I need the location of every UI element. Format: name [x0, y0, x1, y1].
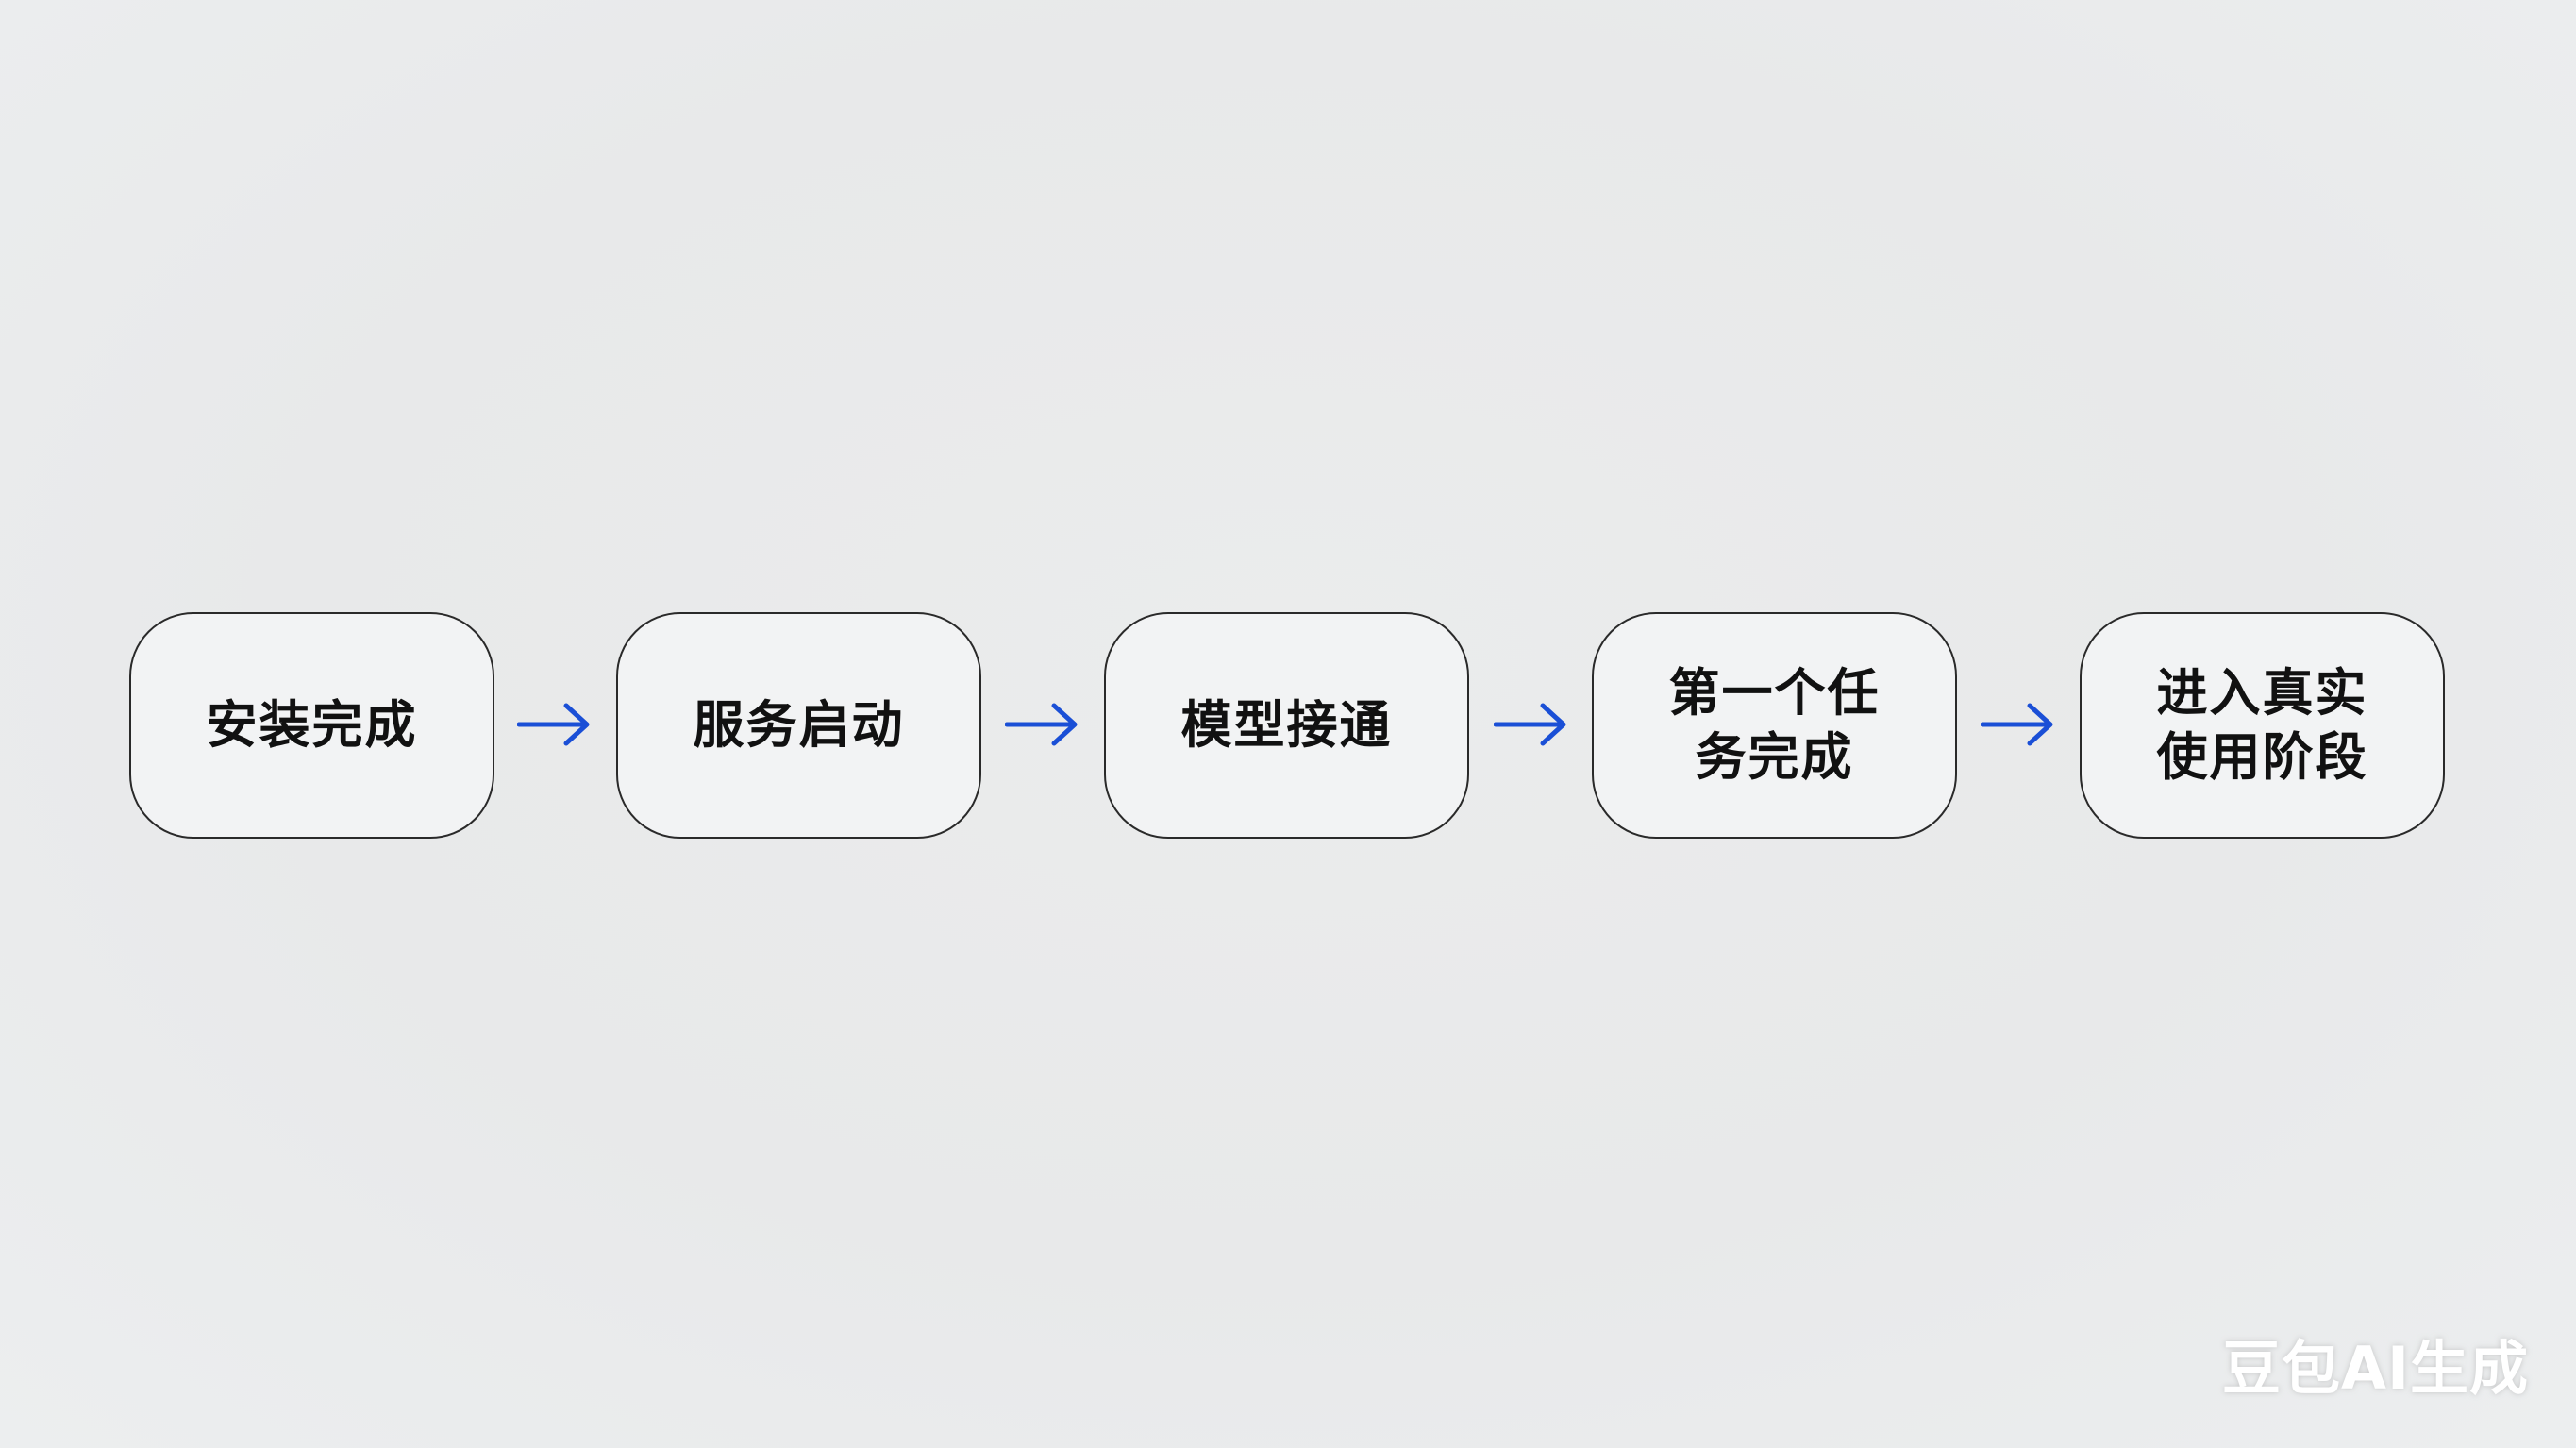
arrow-icon-4 [1981, 703, 2053, 746]
step-label-3: 模型接通 [1180, 695, 1393, 755]
arrow-icon-1 [517, 703, 590, 746]
step-box-1: 安装完成 [129, 612, 494, 839]
step-label-4: 第一个任 务完成 [1668, 663, 1881, 787]
step-box-5: 进入真实 使用阶段 [2080, 612, 2445, 839]
arrow-icon-2 [1005, 703, 1078, 746]
step-box-3: 模型接通 [1104, 612, 1469, 839]
step-label-5: 进入真实 使用阶段 [2156, 663, 2368, 787]
step-box-2: 服务启动 [616, 612, 981, 839]
step-label-2: 服务启动 [693, 695, 905, 755]
watermark-text: 豆包AI生成 [2222, 1334, 2530, 1403]
step-label-1: 安装完成 [206, 695, 418, 755]
arrow-icon-3 [1494, 703, 1566, 746]
step-box-4: 第一个任 务完成 [1592, 612, 1957, 839]
